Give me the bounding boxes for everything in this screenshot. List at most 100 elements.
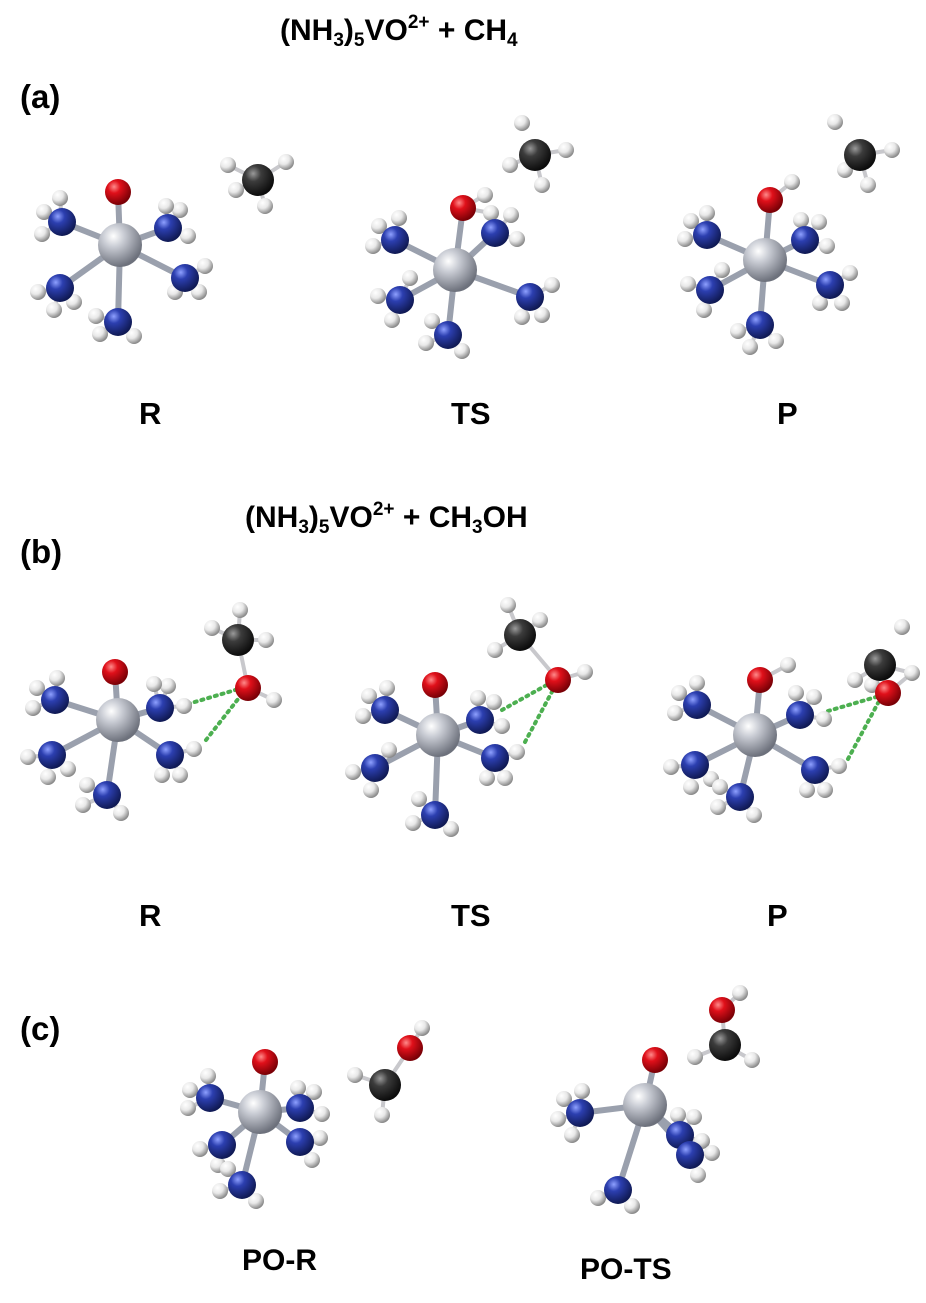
hydrogen-atom <box>75 797 91 813</box>
hydrogen-atom <box>304 1152 320 1168</box>
hydrogen-atom <box>624 1198 640 1214</box>
hydrogen-atom <box>197 258 213 274</box>
hydrogen-atom <box>497 770 513 786</box>
nitrogen-atom <box>171 264 199 292</box>
hydrogen-atom <box>780 657 796 673</box>
hydrogen-atom <box>191 284 207 300</box>
hydrogen-atom <box>228 182 244 198</box>
hydrogen-atom <box>79 777 95 793</box>
hydrogen-atom <box>192 1141 208 1157</box>
hydrogen-atom <box>248 1193 264 1209</box>
oxygen-atom <box>709 997 735 1023</box>
vanadium-atom <box>433 248 477 292</box>
hydrogen-atom <box>793 212 809 228</box>
nitrogen-atom <box>791 226 819 254</box>
structure-label-a-ts: TS <box>451 396 491 431</box>
nitrogen-atom <box>41 686 69 714</box>
hydrogen-atom <box>306 1084 322 1100</box>
nitrogen-atom <box>746 311 774 339</box>
oxygen-atom <box>252 1049 278 1075</box>
structure-label-c-pots: PO-TS <box>580 1253 672 1286</box>
oxygen-atom <box>757 187 783 213</box>
nitrogen-atom <box>696 276 724 304</box>
hydrogen-atom <box>860 177 876 193</box>
hydrogen-atom <box>503 207 519 223</box>
hydrogen-atom <box>88 308 104 324</box>
hydrogen-atom <box>180 1100 196 1116</box>
carbon-atom <box>504 619 536 651</box>
molecule-a-ts <box>365 115 574 359</box>
panel-label-c: (c) <box>20 1010 61 1047</box>
hydrogen-atom <box>290 1080 306 1096</box>
hydrogen-atom <box>690 1167 706 1183</box>
hydrogen-atom <box>49 670 65 686</box>
hydrogen-atom <box>663 759 679 775</box>
hydrogen-atom <box>36 204 52 220</box>
nitrogen-atom <box>421 801 449 829</box>
nitrogen-atom <box>146 694 174 722</box>
nitrogen-atom <box>786 701 814 729</box>
hydrogen-bond <box>204 692 244 742</box>
nitrogen-atom <box>196 1084 224 1112</box>
molecule-c-pots <box>550 985 760 1214</box>
hydrogen-atom <box>884 142 900 158</box>
vanadium-atom <box>96 698 140 742</box>
carbon-atom <box>864 649 896 681</box>
hydrogen-atom <box>847 672 863 688</box>
structure-label-a-p: P <box>777 396 798 431</box>
hydrogen-atom <box>811 214 827 230</box>
hydrogen-atom <box>699 205 715 221</box>
carbon-atom <box>519 139 551 171</box>
nitrogen-atom <box>386 286 414 314</box>
nitrogen-atom <box>361 754 389 782</box>
hydrogen-atom <box>345 764 361 780</box>
hydrogen-atom <box>806 689 822 705</box>
hydrogen-atom <box>834 295 850 311</box>
hydrogen-atom <box>574 1083 590 1099</box>
hydrogen-atom <box>40 769 56 785</box>
hydrogen-atom <box>509 744 525 760</box>
hydrogen-atom <box>564 1127 580 1143</box>
molecule-a-r <box>30 154 294 344</box>
hydrogen-atom <box>732 985 748 1001</box>
hydrogen-atom <box>558 142 574 158</box>
oxygen-atom <box>450 195 476 221</box>
oxygen-atom <box>422 672 448 698</box>
hydrogen-atom <box>381 742 397 758</box>
hydrogen-atom <box>514 309 530 325</box>
hydrogen-atom <box>20 749 36 765</box>
hydrogen-atom <box>677 231 693 247</box>
hydrogen-atom <box>176 698 192 714</box>
vanadium-atom <box>623 1083 667 1127</box>
hydrogen-atom <box>30 284 46 300</box>
hydrogen-atom <box>671 685 687 701</box>
hydrogen-atom <box>534 307 550 323</box>
hydrogen-atom <box>370 288 386 304</box>
hydrogen-bond <box>846 701 880 761</box>
hydrogen-atom <box>200 1068 216 1084</box>
hydrogen-atom <box>812 295 828 311</box>
nitrogen-atom <box>693 221 721 249</box>
carbon-atom <box>709 1029 741 1061</box>
molecule-b-r <box>20 602 282 821</box>
hydrogen-atom <box>687 1049 703 1065</box>
hydrogen-atom <box>544 277 560 293</box>
hydrogen-atom <box>379 680 395 696</box>
structure-label-c-por: PO-R <box>242 1244 317 1277</box>
nitrogen-atom <box>104 308 132 336</box>
structure-label-a-r: R <box>139 396 162 431</box>
hydrogen-atom <box>391 210 407 226</box>
vanadium-atom <box>733 713 777 757</box>
hydrogen-atom <box>29 680 45 696</box>
structure-label-b-ts: TS <box>451 898 491 933</box>
hydrogen-atom <box>768 333 784 349</box>
nitrogen-atom <box>371 696 399 724</box>
hydrogen-atom <box>204 620 220 636</box>
hydrogen-bond <box>523 686 556 744</box>
molecule-c-por <box>180 1020 430 1209</box>
hydrogen-atom <box>477 187 493 203</box>
hydrogen-atom <box>402 270 418 286</box>
hydrogen-atom <box>500 597 516 613</box>
hydrogen-atom <box>686 1109 702 1125</box>
carbon-atom <box>242 164 274 196</box>
